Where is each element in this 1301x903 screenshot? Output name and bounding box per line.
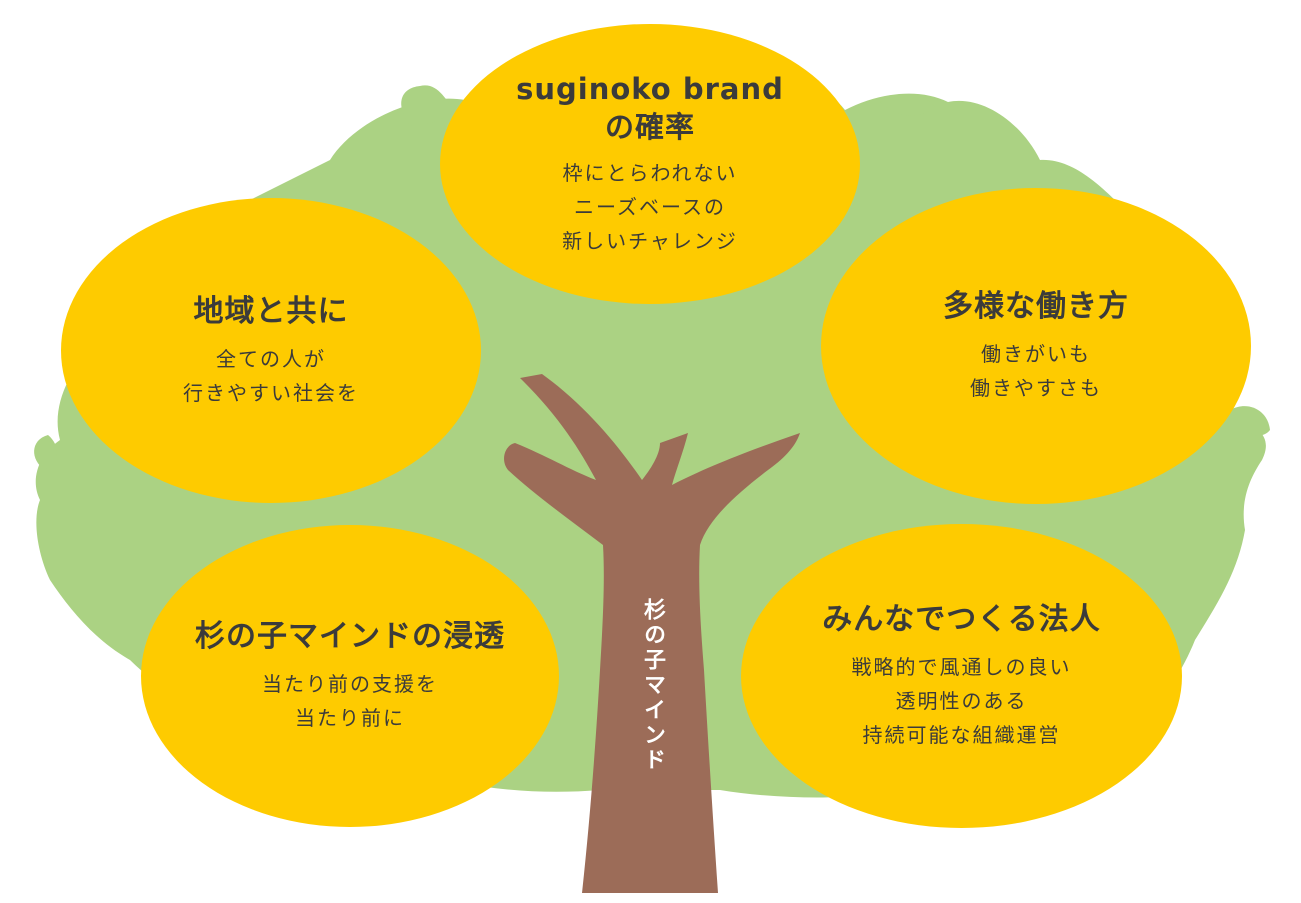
bubble-community-body: 全ての人が 行きやすい社会を [183,346,359,405]
foliage-top-left-lobe [401,85,455,126]
foliage-top-right-lobe [880,94,935,116]
bubble-brand-title: suginoko brand の確率 [516,72,784,144]
bubble-work-style-body: 働きがいも 働きやすさも [970,342,1102,400]
bubble-community: 地域と共に 全ての人が 行きやすい社会を [61,198,481,503]
bubble-mindset-title: 杉の子マインドの浸透 [195,619,505,654]
bubble-brand-body: 枠にとらわれない ニーズベースの 新しいチャレンジ [562,161,738,253]
trunk-label: 杉の子マインド [640,598,665,773]
bubble-community-title: 地域と共に [193,293,349,329]
bubble-organization-title: みんなでつくる法人 [822,602,1101,637]
bubble-mindset: 杉の子マインドの浸透 当たり前の支援を 当たり前に [141,525,559,827]
bubble-brand: suginoko brand の確率 枠にとらわれない ニーズベースの 新しいチ… [440,24,860,304]
bubble-organization-body: 戦略的で風通しの良い 透明性のある 持続可能な組織運営 [851,655,1072,747]
bubble-work-style-title: 多様な働き方 [943,289,1129,324]
bubble-organization: みんなでつくる法人 戦略的で風通しの良い 透明性のある 持続可能な組織運営 [741,524,1182,828]
foliage-left-lobe [34,435,57,470]
bubble-mindset-body: 当たり前の支援を 当たり前に [262,672,438,730]
bubble-work-style: 多様な働き方 働きがいも 働きやすさも [821,188,1251,504]
foliage-right-lobe [1230,406,1270,436]
tree-trunk [504,374,800,893]
